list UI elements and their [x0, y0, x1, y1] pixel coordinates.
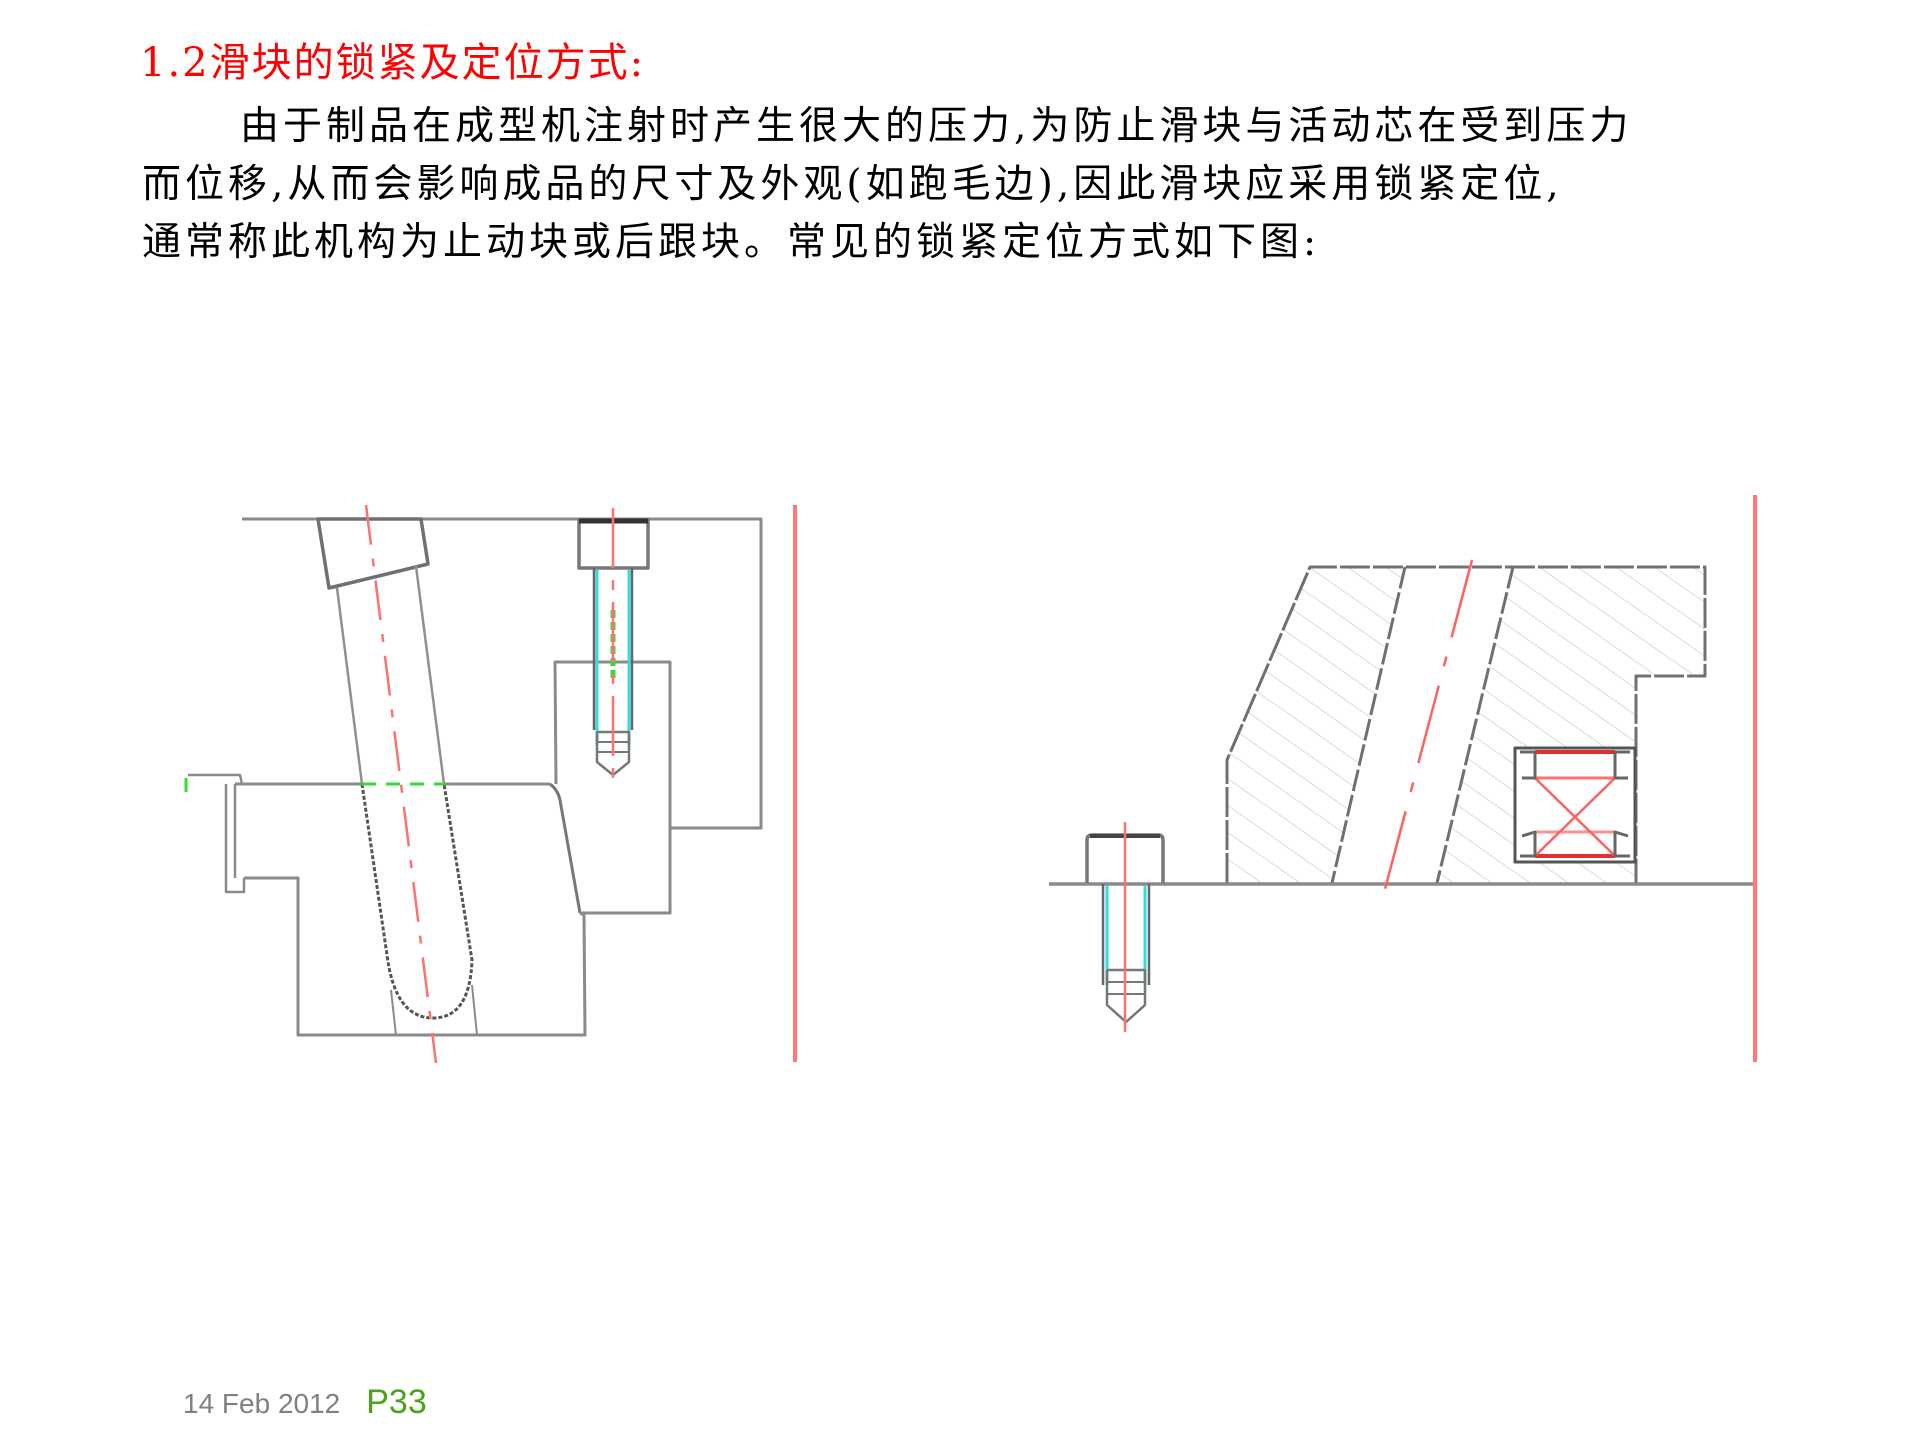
slide-footer: 14 Feb 2012 P33 [183, 1383, 427, 1422]
slider-body [244, 876, 587, 1037]
body-line-3: 通常称此机构为止动块或后跟块。常见的锁紧定位方式如下图: [142, 220, 1321, 265]
slide-title: 1.2滑块的锁紧及定位方式: [140, 40, 646, 86]
channel-left-edge [1330, 566, 1407, 884]
footer-date: 14 Feb 2012 [183, 1388, 341, 1419]
slider-wedge-face [549, 782, 582, 914]
right-figure-heel-block [1049, 495, 1757, 1062]
body-line-2: 而位移,从而会影响成品的尺寸及外观(如跑毛边),因此滑块应采用锁紧定位, [142, 162, 1563, 207]
wear-plate-insert [1513, 746, 1637, 864]
heel-block [553, 660, 672, 915]
cap-screw-right [1085, 833, 1165, 1024]
angle-pin-centerline [364, 504, 438, 1064]
angle-pin-head [316, 517, 430, 590]
body-paragraph: 由于制品在成型机注射时产生很大的压力,为防止滑块与活动芯在受到压力 而位移,从而… [142, 98, 1842, 272]
angle-pin-lower [360, 783, 474, 1020]
left-figure-slider-angle-pin [184, 504, 797, 1064]
body-line-1: 由于制品在成型机注射时产生很大的压力,为防止滑块与活动芯在受到压力 [240, 104, 1633, 149]
heel-block-outline [1225, 565, 1707, 883]
page-number: P33 [366, 1383, 427, 1421]
slider-flange [188, 773, 244, 785]
channel-centerline [1382, 559, 1474, 894]
top-plate-outline [242, 517, 763, 830]
channel-right-edge [1435, 566, 1515, 884]
